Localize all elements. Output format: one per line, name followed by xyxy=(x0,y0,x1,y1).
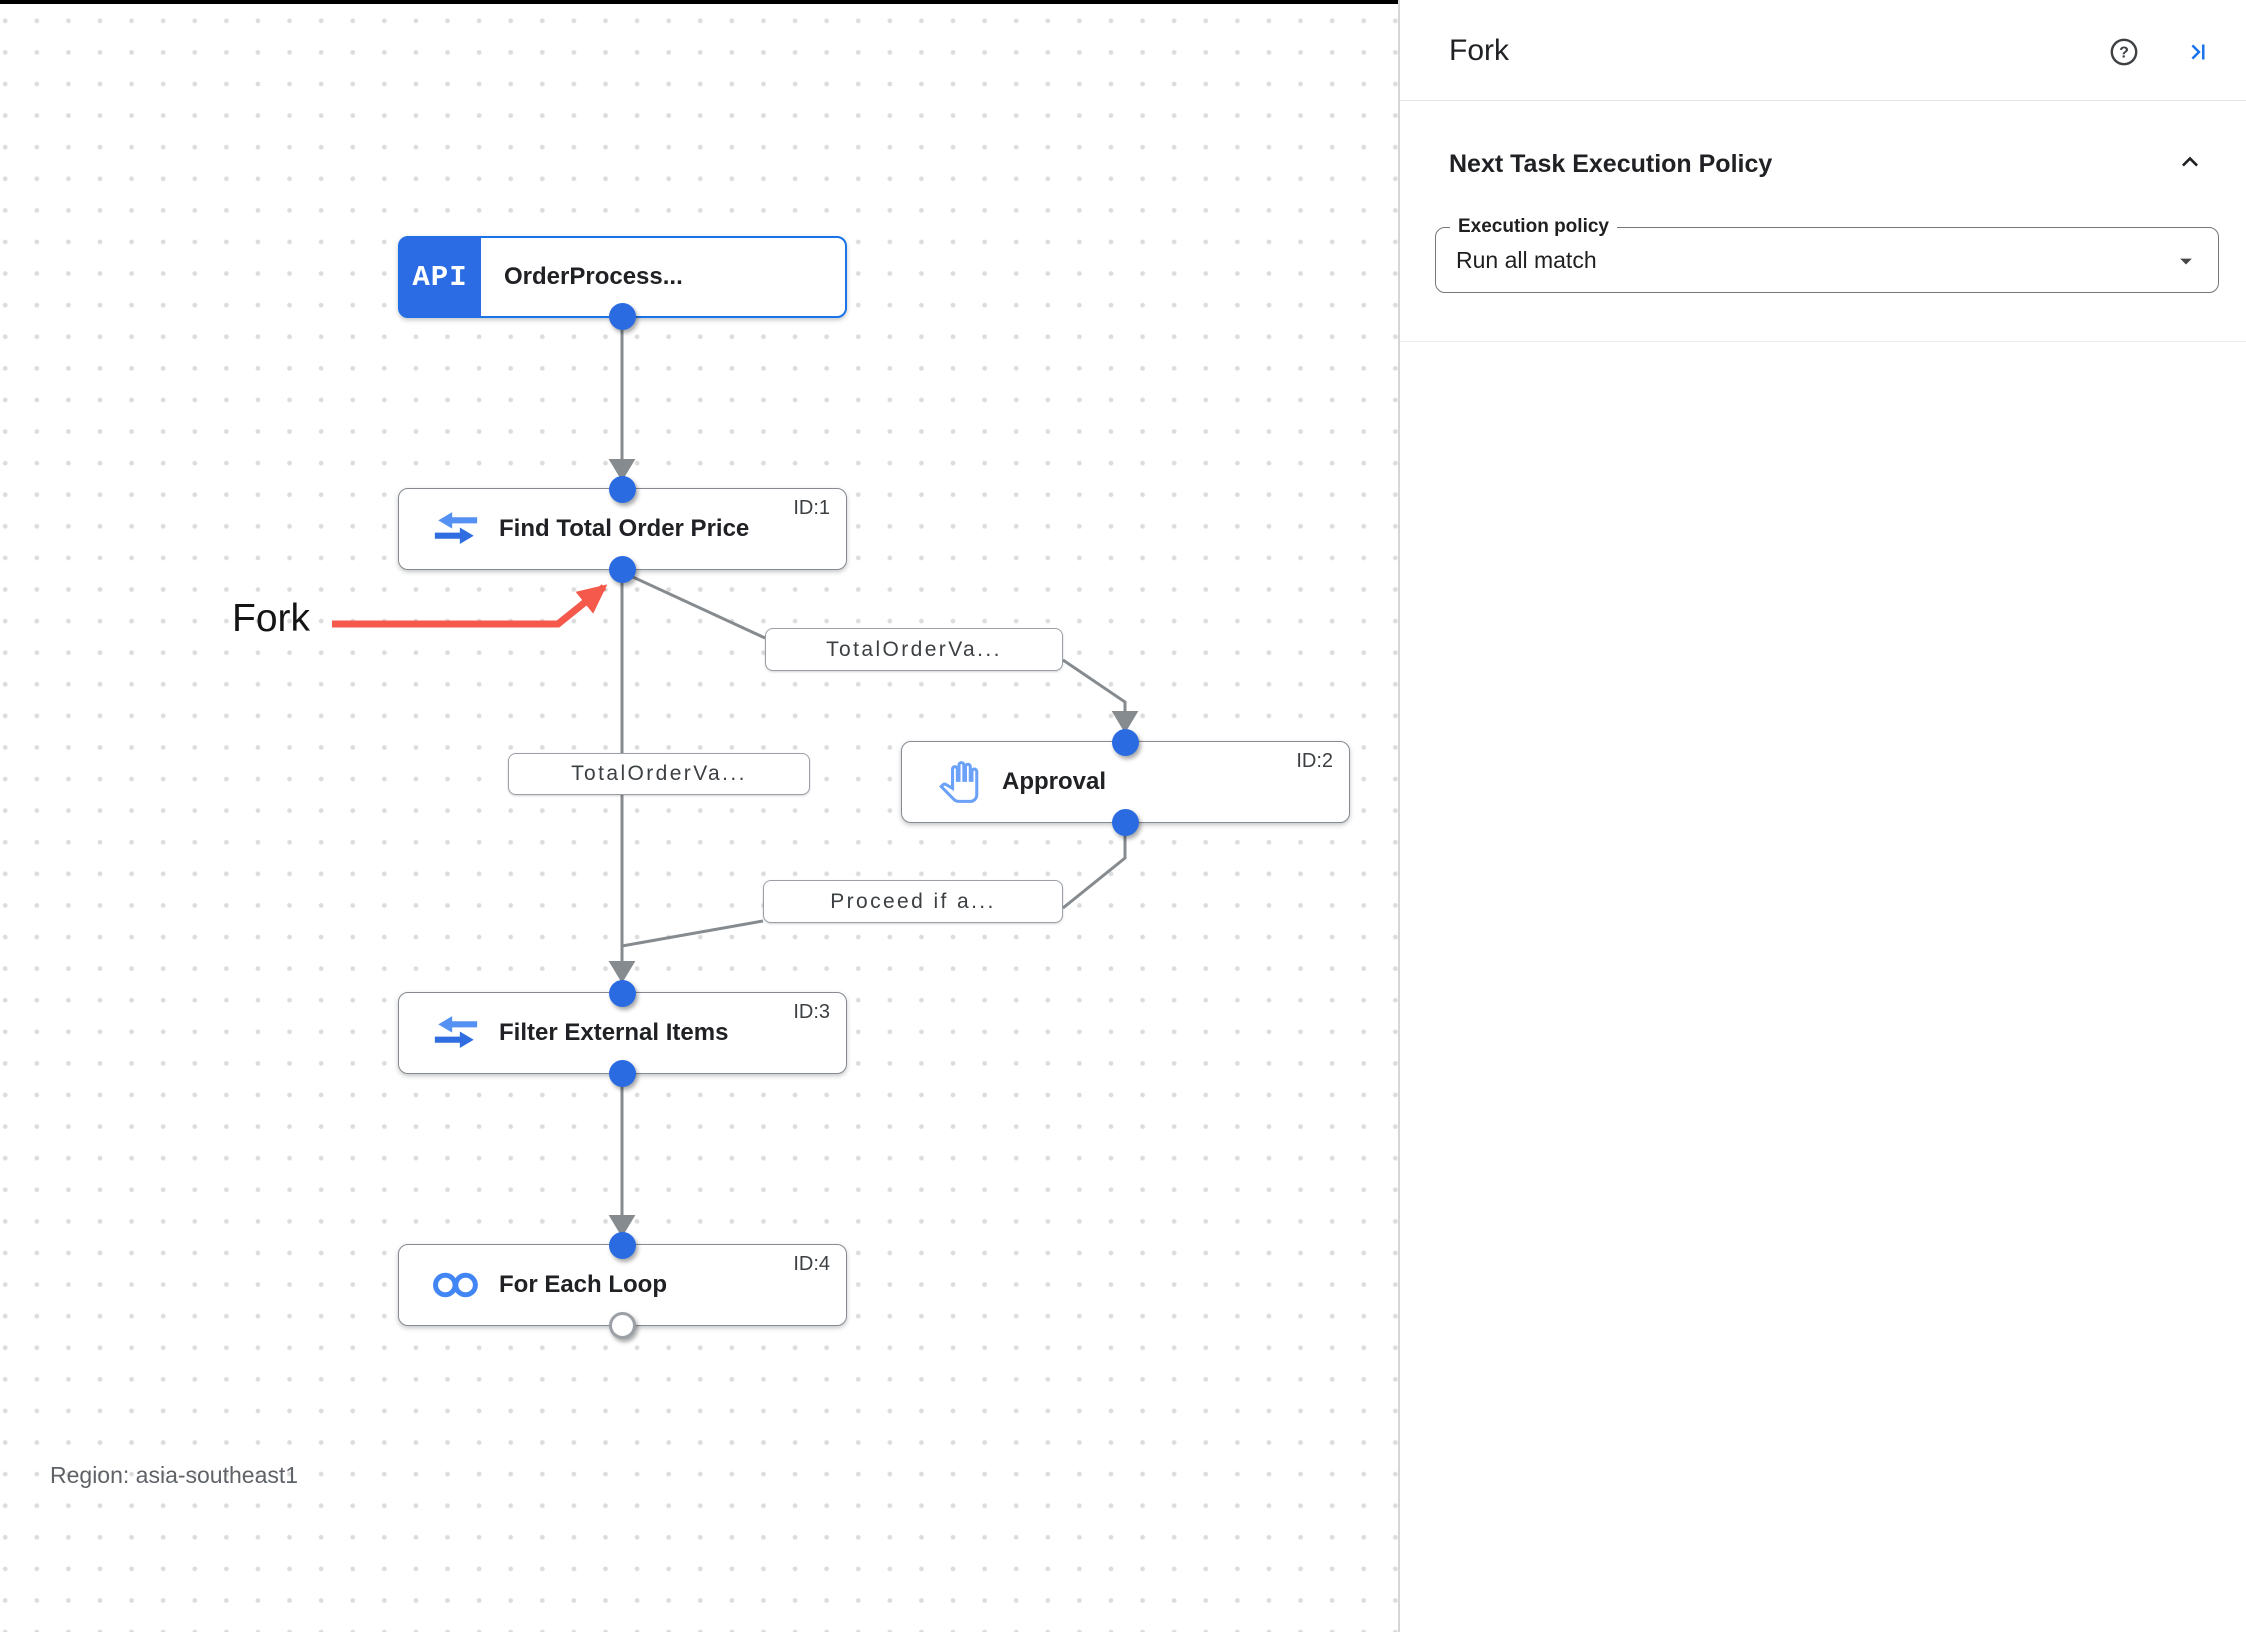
node-id-label: ID:4 xyxy=(793,1253,830,1275)
add-next-step-point[interactable] xyxy=(609,1311,636,1339)
edge-label-total-order-value-right[interactable]: TotalOrderVa... xyxy=(765,628,1063,671)
node-title: Filter External Items xyxy=(499,1019,729,1046)
node-find-total-order-price[interactable]: Find Total Order Price ID:1 xyxy=(398,475,847,583)
node-id-label: ID:1 xyxy=(793,497,830,519)
region-label: Region: asia-southeast1 xyxy=(50,1462,299,1488)
config-panel: Fork ? Next Task Execution Policy Execut… xyxy=(1398,0,2246,1632)
arrow-drop-down-icon xyxy=(2172,247,2200,280)
node-order-process-trigger[interactable]: API OrderProcess... xyxy=(398,236,847,330)
node-for-each-loop[interactable]: For Each Loop ID:4 xyxy=(398,1231,847,1339)
execution-policy-value: Run all match xyxy=(1456,246,1597,273)
node-approval[interactable]: Approval ID:2 xyxy=(901,728,1350,836)
edge-label-text: TotalOrderVa... xyxy=(571,762,747,785)
connection-point[interactable] xyxy=(1112,728,1139,756)
edge-label-total-order-value-left[interactable]: TotalOrderVa... xyxy=(508,753,810,795)
connection-point[interactable] xyxy=(1112,808,1139,836)
connection-point[interactable] xyxy=(609,1231,636,1259)
connection-point[interactable] xyxy=(609,1059,636,1087)
execution-policy-select[interactable]: Execution policy Run all match xyxy=(1435,216,2219,293)
connection-point[interactable] xyxy=(609,475,636,503)
section-heading[interactable]: Next Task Execution Policy xyxy=(1449,150,1773,178)
fork-annotation-arrow xyxy=(332,584,608,628)
config-panel-header: Fork ? xyxy=(1400,0,2246,101)
data-mapping-icon xyxy=(430,489,482,569)
api-badge-text: API xyxy=(412,260,468,294)
canvas-top-border xyxy=(0,0,1398,4)
connection-point[interactable] xyxy=(609,302,636,330)
workflow-canvas[interactable]: TotalOrderVa... TotalOrderVa... Proceed … xyxy=(0,0,1398,1632)
node-title: Find Total Order Price xyxy=(499,515,750,542)
edge-label-text: TotalOrderVa... xyxy=(826,637,1002,661)
execution-policy-label: Execution policy xyxy=(1450,216,1617,238)
connector-label-to-approval xyxy=(1062,658,1139,734)
panel-title: Fork xyxy=(1449,34,1509,67)
node-id-label: ID:3 xyxy=(793,1001,830,1023)
collapse-panel-icon[interactable] xyxy=(2176,36,2208,68)
node-title: Approval xyxy=(1002,768,1107,795)
node-id-label: ID:2 xyxy=(1296,750,1333,772)
approval-hand-icon xyxy=(933,742,985,822)
connection-point[interactable] xyxy=(609,979,636,1007)
edge-label-text: Proceed if a... xyxy=(830,889,996,913)
node-title: OrderProcess... xyxy=(504,263,683,290)
section-divider xyxy=(1400,341,2246,342)
data-mapping-icon xyxy=(430,993,482,1073)
edge-label-proceed-if-approved[interactable]: Proceed if a... xyxy=(763,880,1063,923)
fork-annotation-label: Fork xyxy=(232,597,310,640)
api-trigger-icon: API xyxy=(399,237,481,317)
svg-text:?: ? xyxy=(2119,45,2129,62)
infinity-loop-icon xyxy=(430,1245,482,1325)
node-filter-external-items[interactable]: Filter External Items ID:3 xyxy=(398,979,847,1087)
connector-find-to-label xyxy=(621,570,766,640)
connector-label-to-junction xyxy=(621,919,764,948)
connector-approval-to-label xyxy=(1062,823,1127,910)
connection-point[interactable] xyxy=(609,555,636,583)
node-title: For Each Loop xyxy=(499,1271,667,1298)
chevron-up-icon[interactable] xyxy=(2174,146,2206,178)
help-icon[interactable]: ? xyxy=(2108,36,2140,68)
